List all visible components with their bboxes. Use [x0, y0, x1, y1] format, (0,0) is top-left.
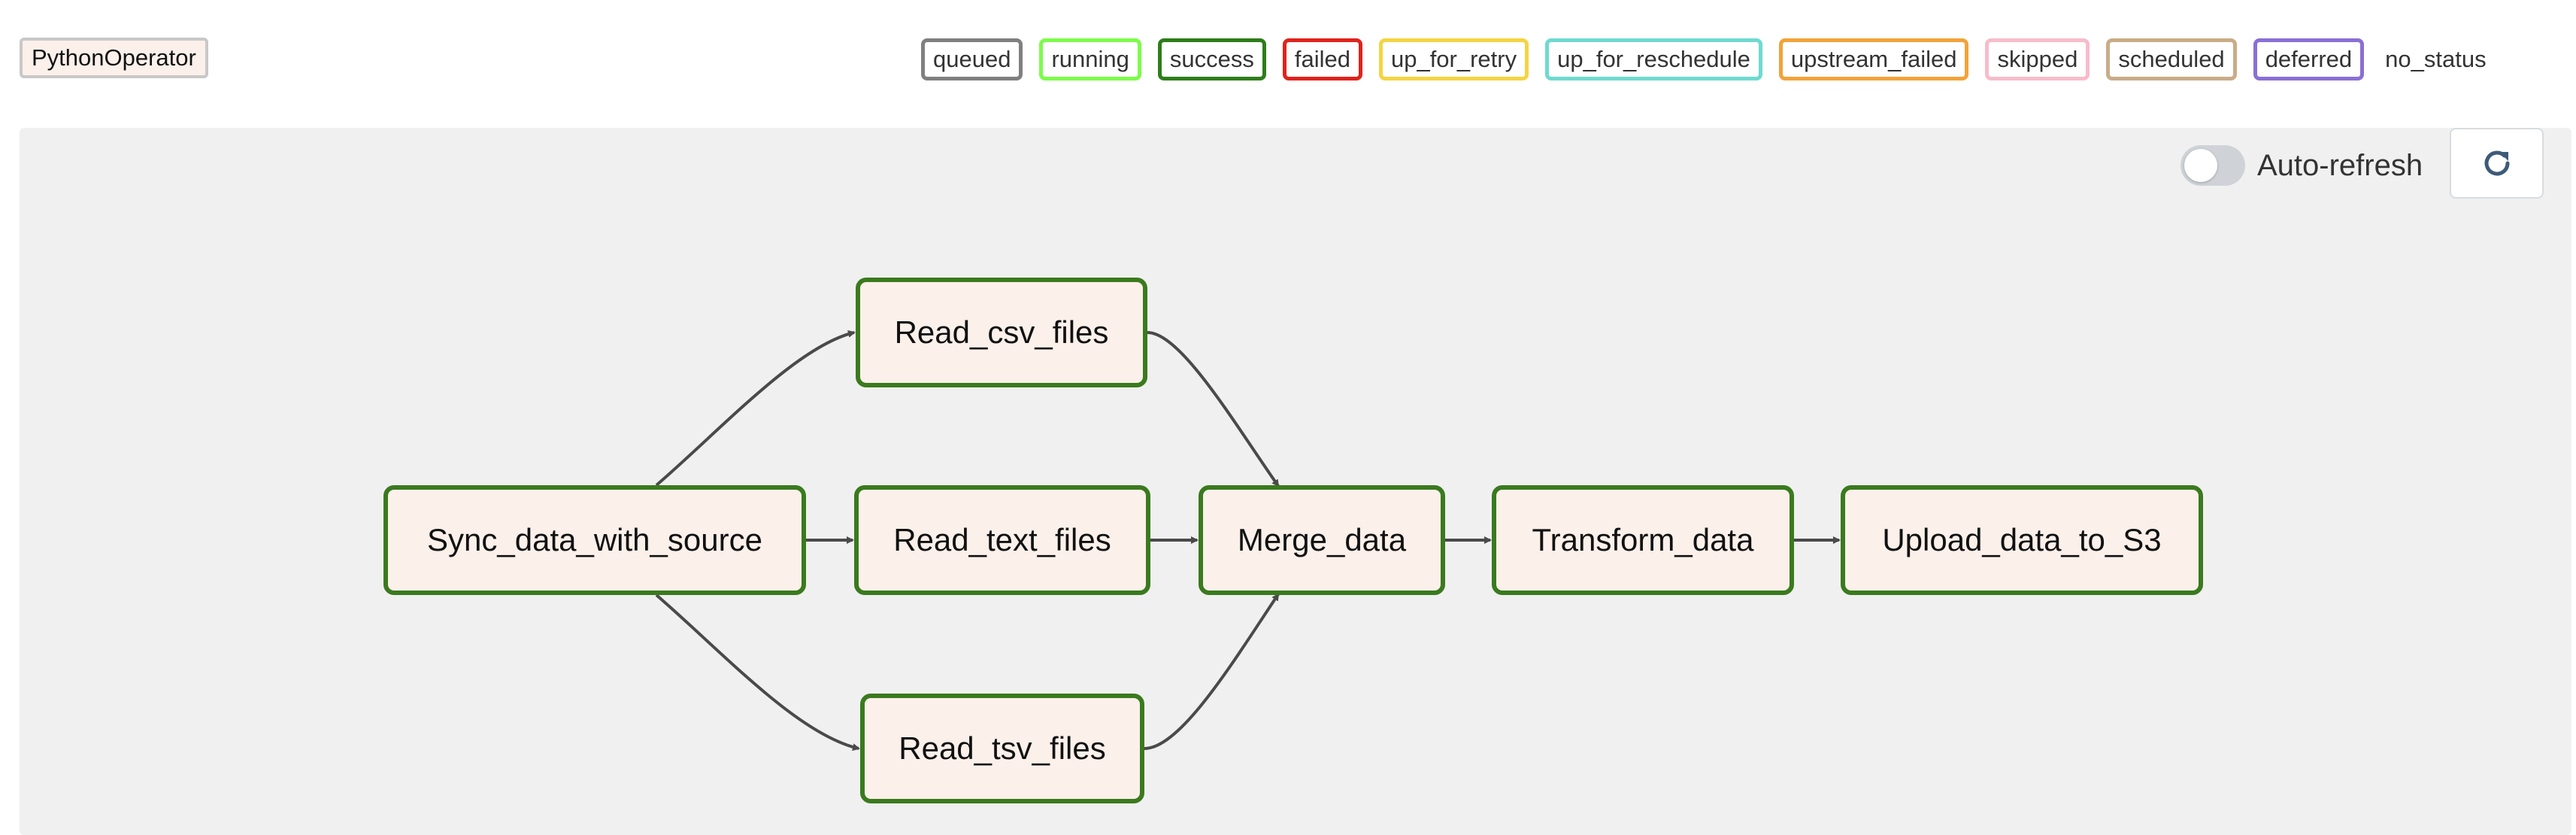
task-sync-data-with-source[interactable]: Sync_data_with_source — [383, 485, 806, 595]
edge-read-tsv-to-merge — [1144, 593, 1280, 750]
edge-sync-to-read-csv — [655, 329, 856, 487]
task-read-csv-files[interactable]: Read_csv_files — [856, 278, 1147, 387]
legend-upstream-failed[interactable]: upstream_failed — [1778, 38, 1969, 80]
legend-skipped[interactable]: skipped — [1985, 38, 2090, 80]
refresh-icon — [2484, 150, 2509, 176]
task-read-text-files[interactable]: Read_text_files — [854, 485, 1150, 595]
graph-canvas[interactable] — [20, 128, 2571, 835]
legend-success[interactable]: success — [1157, 38, 1266, 80]
task-merge-data[interactable]: Merge_data — [1199, 485, 1445, 595]
legend-no-status[interactable]: no_status — [2385, 46, 2487, 72]
legend-scheduled[interactable]: scheduled — [2106, 38, 2237, 80]
state-legend: queued running success failed up_for_ret… — [921, 38, 2487, 81]
operator-badge[interactable]: PythonOperator — [20, 38, 208, 78]
legend-failed[interactable]: failed — [1282, 38, 1362, 80]
legend-up-for-retry[interactable]: up_for_retry — [1378, 38, 1529, 80]
auto-refresh-control: Auto-refresh — [2181, 143, 2423, 188]
refresh-button[interactable] — [2450, 128, 2544, 199]
task-upload-data-to-s3[interactable]: Upload_data_to_S3 — [1841, 485, 2203, 595]
edge-read-csv-to-merge — [1147, 331, 1280, 487]
auto-refresh-toggle[interactable] — [2181, 145, 2245, 186]
legend-up-for-reschedule[interactable]: up_for_reschedule — [1545, 38, 1762, 80]
legend-queued[interactable]: queued — [921, 38, 1023, 80]
toggle-knob — [2184, 149, 2217, 182]
auto-refresh-label: Auto-refresh — [2257, 148, 2423, 182]
legend-deferred[interactable]: deferred — [2253, 38, 2365, 80]
legend-running[interactable]: running — [1039, 38, 1141, 80]
task-read-tsv-files[interactable]: Read_tsv_files — [860, 694, 1144, 803]
task-transform-data[interactable]: Transform_data — [1492, 485, 1794, 595]
edge-sync-to-read-tsv — [655, 594, 860, 752]
